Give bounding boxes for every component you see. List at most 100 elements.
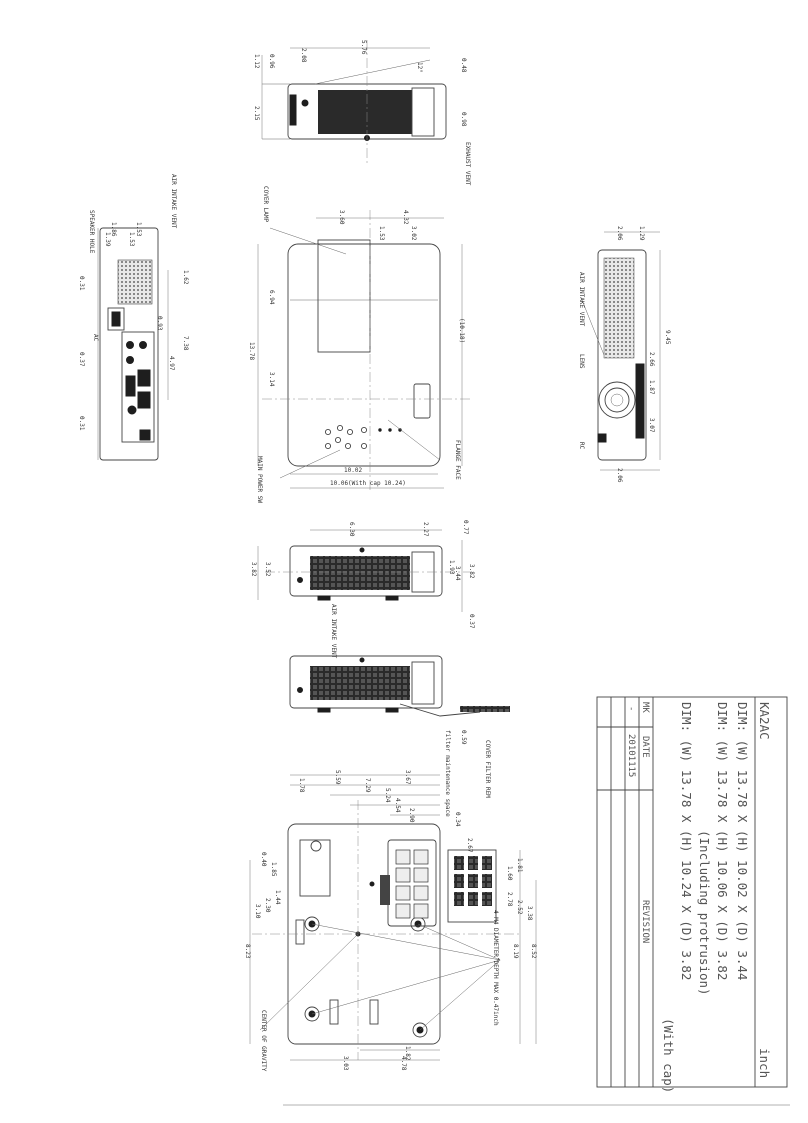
dim-plan-3-02: 3.02 [410, 226, 417, 241]
dim-plan-10-02: 10.02 [344, 467, 362, 474]
dim-plan-13-78: 13.78 [248, 342, 255, 360]
label-mount-holes: 4-M4 DIAMETER DEPTH MAX 0.47inch [492, 910, 499, 1026]
dim-bottom-3-10: 3.10 [254, 904, 261, 919]
dim-rear-0-37: 0.37 [78, 352, 85, 367]
dim-rear-4-97: 4.97 [168, 356, 175, 371]
dim-top-1-12: 1.12 [253, 54, 260, 69]
label-ac: AC [92, 334, 99, 342]
dim-top-12-deg: 12° [416, 62, 423, 73]
dim-bottom-1-82: 1.82 [404, 1046, 411, 1061]
filter-maintenance-view [289, 655, 510, 717]
dim-rear-0-93: 0.93 [156, 316, 163, 331]
dim-bottom-8-23: 8.23 [244, 944, 251, 959]
label-rc: RC [578, 442, 585, 450]
dim-bottom-1-44: 1.44 [274, 890, 281, 905]
label-flange-face: FLANGE FACE [454, 440, 461, 480]
dim-bottom-3-38: 3.38 [526, 906, 533, 921]
title-block [596, 696, 788, 1088]
dim-bottom-1-85: 1.85 [270, 862, 277, 877]
dim-bottom-8-52: 8.52 [530, 944, 537, 959]
dim-bottom-2-52: 2.52 [516, 900, 523, 915]
label-speaker-hole: SPEAKER HOLE [88, 210, 95, 254]
dim-front-3-82b: 3.82 [468, 564, 475, 579]
title-rev-row-date: 20101115 [626, 734, 636, 777]
title-unit: inch [757, 1048, 772, 1078]
title-dim-line-1: DIM: (W) 13.78 X (H) 10.02 X (D) 3.44 [735, 702, 750, 980]
dim-rear-1-53a: 1.53 [135, 222, 142, 237]
title-dim-line-3: (Including protrusion) [697, 830, 712, 996]
dim-bottom-2-90: 2.90 [408, 808, 415, 823]
bottom-view [249, 774, 537, 1061]
dim-side-1-29: 1.29 [638, 226, 645, 241]
dim-bottom-4-78: 4.78 [400, 1056, 407, 1071]
dim-front-0-77: 0.77 [462, 520, 469, 535]
dim-plan-10-06: 10.06(With cap 10.24) [330, 480, 406, 487]
dim-bottom-1-81: 1.81 [516, 858, 523, 873]
label-air-intake-vent-side: AIR INTAKE VENT [578, 272, 585, 327]
dim-bottom-4-54: 4.54 [394, 798, 401, 813]
label-lens: LENS [578, 354, 585, 369]
front-view [257, 529, 470, 612]
top-view [261, 40, 447, 165]
dim-rear-1-62: 1.62 [182, 270, 189, 285]
dim-rear-1-53b: 1.53 [128, 232, 135, 247]
dim-bottom-0-34: 0.34 [454, 812, 461, 827]
dim-plan-3-14: 3.14 [268, 372, 275, 387]
dim-bottom-3-03: 3.03 [342, 1056, 349, 1071]
dim-front-3-82a: 3.82 [250, 562, 257, 577]
label-cover-lamp: COVER LAMP [262, 186, 269, 223]
label-air-intake-vent: AIR INTAKE VENT [170, 174, 177, 229]
dim-rear-0-31a: 0.31 [78, 276, 85, 291]
title-dim-line-5: (With cap) [661, 1018, 676, 1093]
title-rev-revision-header: REVISION [640, 900, 650, 943]
dim-side-1-87: 1.87 [648, 380, 655, 395]
dim-top-5-76: 5.76 [360, 40, 367, 55]
dim-bottom-5-24: 5.24 [384, 788, 391, 803]
dim-bottom-7-29: 7.29 [364, 778, 371, 793]
dim-rear-1-86: 1.86 [110, 222, 117, 237]
label-filter-maintenance-space: filter maintenance space [444, 730, 451, 817]
dim-top-2-15: 2.15 [253, 106, 260, 121]
dim-top-0-48: 0.48 [460, 58, 467, 73]
dim-front-3-44: 3.44 [454, 566, 461, 581]
dim-bottom-1-60: 1.60 [506, 866, 513, 881]
plan-view [257, 210, 470, 490]
dim-front-2-27: 2.27 [422, 522, 429, 537]
dim-side-2-06b: 2.06 [616, 468, 623, 483]
dim-side-2-06a: 2.06 [616, 226, 623, 241]
dim-filter-0-59: 0.59 [460, 730, 467, 745]
dim-plan-1-53: 1.53 [378, 226, 385, 241]
title-dim-line-4: DIM: (W) 13.78 X (H) 10.24 X (D) 3.82 [679, 702, 694, 980]
label-exhaust-vent: EXHAUST VENT [464, 142, 471, 186]
dim-front-1-93: 1.93 [448, 560, 455, 575]
dim-front-6-30: 6.30 [348, 522, 355, 537]
title-rev-date-header: DATE [640, 736, 650, 758]
side-view [581, 231, 661, 471]
dim-bottom-5-59: 5.59 [334, 770, 341, 785]
dim-front-3-52: 3.52 [264, 562, 271, 577]
dim-bottom-2-78: 2.78 [506, 892, 513, 907]
title-rev-row-mk: - [626, 706, 636, 711]
title-model: KA2AC [757, 702, 772, 740]
dim-rear-1-39: 1.39 [104, 232, 111, 247]
dim-bottom-8-19: 8.19 [512, 944, 519, 959]
dim-rear-0-31b: 0.31 [78, 416, 85, 431]
dim-top-0-98: 0.98 [460, 112, 467, 127]
dim-side-3-07: 3.07 [648, 418, 655, 433]
rear-view [97, 227, 169, 461]
dim-plan-6-94: 6.94 [268, 290, 275, 305]
title-rev-mk-header: MK [640, 702, 650, 713]
dim-plan-10-18: (10.18) [458, 318, 465, 343]
dim-rear-7-38: 7.38 [182, 336, 189, 351]
dim-front-0-37: 0.37 [468, 614, 475, 629]
label-cover-filter-rem: COVER FILTER REM [484, 740, 491, 798]
label-main-power-sw: MAIN POWER SW [256, 456, 263, 503]
dim-bottom-0-40: 0.40 [260, 852, 267, 867]
dim-plan-3-60: 3.60 [338, 210, 345, 225]
dim-side-2-66: 2.66 [648, 352, 655, 367]
dim-side-9-45: 9.45 [664, 330, 671, 345]
dim-plan-4-32: 4.32 [402, 210, 409, 225]
dim-top-2-08: 2.08 [300, 48, 307, 63]
dim-top-0-96: 0.96 [268, 54, 275, 69]
